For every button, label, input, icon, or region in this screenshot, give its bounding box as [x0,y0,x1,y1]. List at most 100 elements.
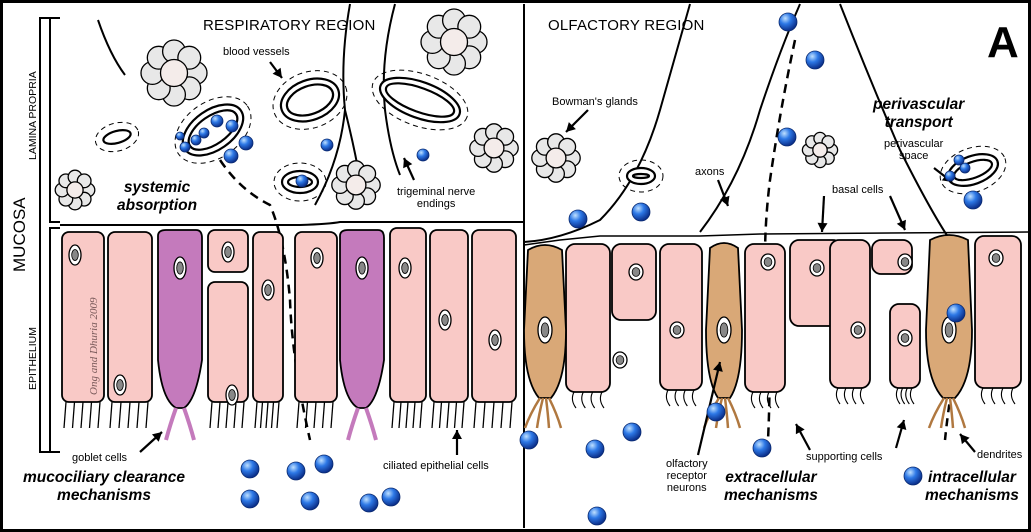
drug-particle-icon [623,423,641,441]
drug-particle-icon [287,462,305,480]
supporting-nucleus [761,254,775,270]
ciliated-epithelial-cell [390,228,426,402]
drug-particle-icon [199,128,209,138]
gland [802,132,837,167]
blood-vessel [92,118,142,156]
mucociliary-label: mucociliary clearance mechanisms [23,469,185,505]
gland [141,40,207,106]
drug-particle-icon [964,191,982,209]
cell-nucleus [114,375,126,395]
extracellular-line1: extracellular [724,469,818,487]
orn-line3: neurons [666,482,708,494]
supporting-nucleus [851,322,865,338]
arrow-blood-vessels [270,62,282,78]
supporting-nucleus [898,254,912,270]
cell-nucleus [399,258,411,278]
systemic-line1: systemic [117,179,197,197]
microvilli [836,388,864,404]
neuron-nucleus [717,317,731,343]
arrow-bowmans-glands [566,110,588,132]
respiratory-region-title: RESPIRATORY REGION [203,18,376,35]
arrow-supporting-cells [796,424,810,450]
drug-particle-icon [176,132,184,140]
mucociliary-line1: mucociliary clearance [23,469,185,487]
bowmans-glands-label: Bowman's glands [552,96,638,108]
microvilli [572,392,604,408]
drug-particle-icon [779,13,797,31]
neuron-nucleus [538,317,552,343]
arrow-goblet-cells [140,432,162,452]
goblet-nucleus [356,257,368,279]
supporting-nucleus [810,260,824,276]
drug-particle-icon [321,139,333,151]
cell-nucleus [262,280,274,300]
axons-label: axons [695,166,724,178]
nerve-fiber-top-left [98,20,125,75]
watermark: Ong and Dhuria 2009 [88,298,100,395]
intracellular-line2: mechanisms [925,487,1019,505]
epithelium-label: EPITHELIUM [27,327,39,390]
trigeminal-label-line1: trigeminal nerve [397,186,475,198]
drug-particle-icon [360,494,378,512]
supporting-cell [830,240,870,388]
drug-particle-icon [241,490,259,508]
microvilli [666,390,696,406]
cilia [110,402,148,428]
arrow-ciliated-cells [452,430,462,455]
trigeminal-label-line2: endings [397,198,475,210]
supporting-nucleus [989,250,1003,266]
dendrites-label: dendrites [977,449,1022,461]
supporting-nucleus [629,264,643,280]
gland [332,161,380,209]
drug-particle-icon [296,175,308,187]
drug-particle-icon [417,149,429,161]
drug-particle-icon [211,115,223,127]
perivascular-transport-line1: perivascular [873,96,964,114]
arrow-basal-cells [818,196,828,232]
ciliated-epithelial-cell [208,282,248,402]
drug-particle-icon [191,135,201,145]
arrow-trigeminal [403,158,414,180]
blood-vessel [619,160,663,192]
supporting-cells-label: supporting cells [806,451,882,463]
supporting-nucleus [613,352,627,368]
gland [532,134,580,182]
mucosa-label: MUCOSA [10,197,30,272]
drug-particle-icon [707,403,725,421]
drug-particle-icon [180,142,190,152]
drug-particle-icon [778,128,796,146]
olfactory-nerve-bundle-left [524,4,690,242]
cilia [474,402,512,428]
microvilli [981,388,1015,404]
orn-line2: receptor [666,470,708,482]
systemic-absorption-label: systemic absorption [117,179,197,215]
arrow-dendrites [960,434,975,452]
goblet-cells-label: goblet cells [72,452,127,464]
cilia [64,402,100,428]
extracellular-line2: mechanisms [724,487,818,505]
cell-nucleus [311,248,323,268]
mucus-secretion [166,408,194,440]
cilia [392,402,422,428]
supporting-cell [612,244,656,320]
cilia [255,402,279,428]
cell-nucleus [439,310,451,330]
supporting-nucleus [898,330,912,346]
lamina-propria-label: LAMINA PROPRIA [27,71,39,160]
supporting-cell [566,244,610,392]
perivascular-space-line2: space [884,150,943,162]
drug-particle-icon [239,136,253,150]
drug-particle-icon [945,171,955,181]
panel-letter: A [987,18,1019,68]
extracellular-label: extracellular mechanisms [724,469,818,505]
gland [55,170,95,210]
perivascular-transport-line2: transport [873,114,964,132]
ciliated-cells-label: ciliated epithelial cells [383,460,489,472]
microvilli [896,388,914,404]
drug-particle-icon [241,460,259,478]
drug-particle-icon [382,488,400,506]
blood-vessels-label: blood vessels [223,46,290,58]
drug-particle-icon [947,304,965,322]
drug-particle-icon [520,431,538,449]
ciliated-epithelial-cell [108,232,152,402]
